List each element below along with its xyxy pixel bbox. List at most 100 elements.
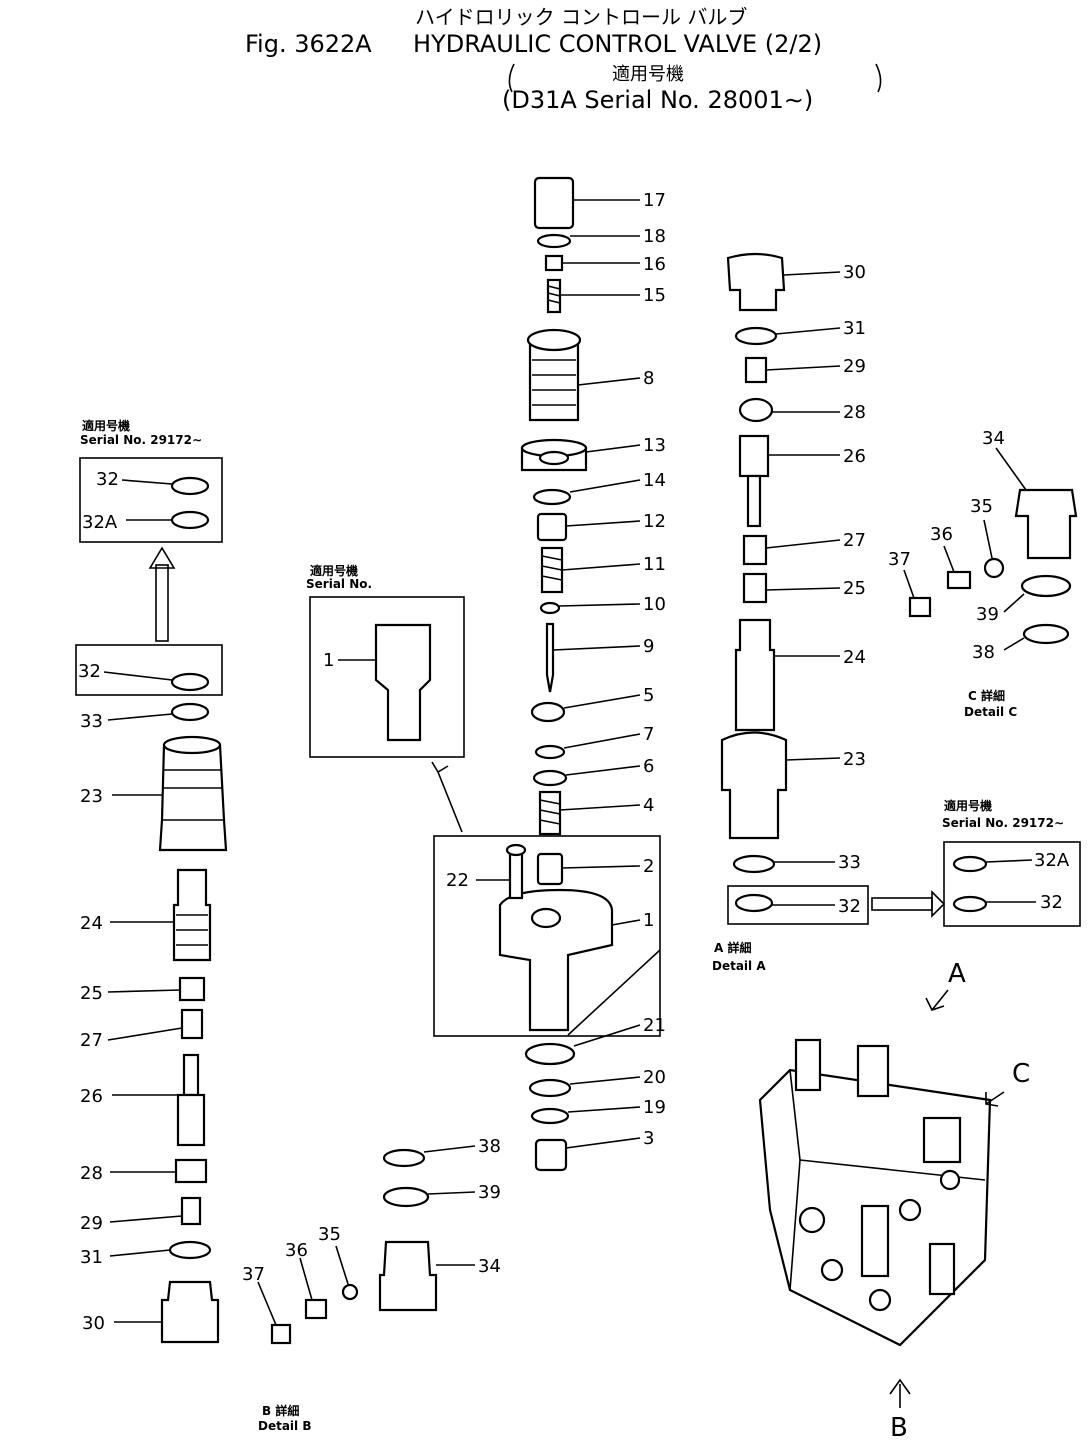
part-17-cap (533, 176, 575, 230)
label-14: 14 (643, 470, 666, 491)
label-38-c: 38 (972, 642, 995, 663)
inset-part-32 (170, 476, 210, 496)
arrow-up-left (155, 564, 169, 642)
label-36-c: 36 (930, 524, 953, 545)
part-36-b (304, 1298, 328, 1320)
detail-c-jp: C 詳細 (968, 688, 1005, 703)
inset-part-1 (374, 623, 432, 742)
part-38-b (382, 1148, 426, 1168)
label-20: 20 (643, 1067, 666, 1088)
label-3: 3 (643, 1128, 654, 1149)
label-26-right: 26 (843, 446, 866, 467)
bracket-right (875, 63, 882, 93)
part-3-plug (534, 1138, 568, 1172)
part-24-right (734, 618, 776, 732)
detail-box-left (75, 644, 223, 696)
label-22: 22 (446, 870, 469, 891)
label-33-right: 33 (838, 852, 861, 873)
part-28-left (174, 1158, 208, 1184)
label-37-c: 37 (888, 549, 911, 570)
label-34-b: 34 (478, 1256, 501, 1277)
part-9-needle (545, 622, 555, 693)
label-19: 19 (643, 1097, 666, 1118)
label-25-right: 25 (843, 578, 866, 599)
figure-title: HYDRAULIC CONTROL VALVE (2/2) (413, 30, 822, 58)
part-23-right (720, 731, 788, 840)
assembly-port-5 (928, 1242, 956, 1296)
arrow-view-a (925, 989, 949, 1011)
label-8: 8 (643, 368, 654, 389)
label-6: 6 (643, 756, 654, 777)
label-24-right: 24 (843, 647, 866, 668)
label-29-right: 29 (843, 356, 866, 377)
detail-box-right (727, 885, 869, 925)
inset-right-part-32 (952, 895, 988, 913)
assembly-port-1 (794, 1038, 822, 1092)
part-23-left (158, 743, 228, 852)
label-29-left: 29 (80, 1213, 103, 1234)
label-35-b: 35 (318, 1224, 341, 1245)
view-letter-a: A (948, 959, 966, 989)
label-18: 18 (643, 226, 666, 247)
assembly-port-4 (860, 1204, 890, 1278)
part-29-right (744, 356, 768, 384)
inset-label-1: 1 (323, 650, 334, 671)
label-32-left: 32 (78, 661, 101, 682)
assembly-port-2 (856, 1044, 890, 1098)
assembly-port-3 (922, 1116, 962, 1164)
part-7-ring (534, 744, 566, 760)
part-34-c (1014, 488, 1078, 560)
label-28-right: 28 (843, 402, 866, 423)
inset-middle-serial: Serial No. (306, 577, 372, 591)
label-32-right: 32 (838, 896, 861, 917)
part-16-nut (544, 254, 564, 272)
label-23-left: 23 (80, 786, 103, 807)
label-24-left: 24 (80, 913, 103, 934)
left-column: 適用号機 Serial No. 29172∼ 32 32A 32 33 23 2… (75, 418, 228, 1344)
part-34-b (378, 1240, 438, 1312)
label-39-b: 39 (478, 1182, 501, 1203)
inset-left-serial: Serial No. 29172∼ (80, 433, 202, 447)
part-27-right (742, 534, 768, 566)
label-9: 9 (643, 636, 654, 657)
label-16: 16 (643, 254, 666, 275)
part-25-left (178, 976, 206, 1002)
part-26-right (738, 434, 770, 478)
part-2-sleeve (536, 852, 564, 886)
part-33-right (732, 854, 776, 874)
inset-left-jp: 適用号機 (82, 418, 130, 433)
label-23-right: 23 (843, 749, 866, 770)
detail-b-label: Detail B (258, 1419, 311, 1433)
label-37-b: 37 (242, 1264, 265, 1285)
inset-right-part-32a (952, 855, 988, 873)
inset-right-label-32a: 32A (1034, 850, 1070, 871)
label-36-b: 36 (285, 1240, 308, 1261)
inset-box-left-top (79, 457, 223, 543)
detail-box-center (433, 835, 661, 1037)
label-10: 10 (643, 594, 666, 615)
center-column: 17 18 16 15 8 13 14 12 11 10 9 (446, 176, 666, 1172)
label-27-left: 27 (80, 1030, 103, 1051)
part-21-oring (524, 1042, 576, 1066)
part-37-c (908, 596, 932, 618)
part-29-left (180, 1196, 202, 1226)
arrow-view-b (889, 1378, 911, 1408)
detail-a-jp: A 詳細 (714, 940, 751, 955)
inset-box-right (943, 841, 1081, 927)
label-5: 5 (643, 685, 654, 706)
part-20-ring (528, 1078, 572, 1098)
label-4: 4 (643, 795, 654, 816)
inset-right-jp: 適用号機 (944, 798, 992, 813)
part-14-oring (532, 488, 572, 506)
label-33-left: 33 (80, 711, 103, 732)
part-10-washer (539, 601, 561, 615)
part-32-right (734, 893, 774, 913)
label-30-right: 30 (843, 262, 866, 283)
label-31-left: 31 (80, 1247, 103, 1268)
detail-c-group: 34 35 36 37 39 38 C 詳細 Detail C (888, 428, 1078, 719)
label-13: 13 (643, 435, 666, 456)
label-17: 17 (643, 190, 666, 211)
part-39-b (382, 1186, 430, 1208)
part-38-c (1022, 623, 1070, 645)
bracket-left (508, 63, 515, 93)
